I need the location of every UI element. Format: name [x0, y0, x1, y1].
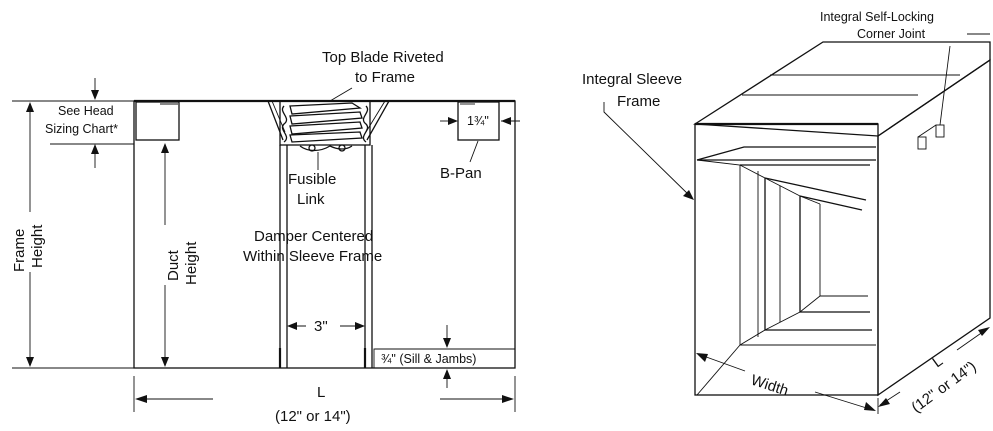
corner-joint-line2: Corner Joint [857, 27, 926, 41]
right-length-label: L [929, 353, 946, 372]
sleeve-frame-line2: Frame [617, 93, 660, 110]
corner-joint-line1: Integral Self-Locking [820, 10, 934, 24]
sleeve-frame-line1: Integral Sleeve [582, 71, 682, 88]
duct-height-line1: Duct [165, 249, 182, 281]
fusible-link-line1: Fusible [288, 171, 336, 188]
side-view: Top Blade Riveted to Frame See Head Sizi… [5, 49, 520, 425]
length-label: L [317, 384, 325, 401]
sleeve-right-face [877, 58, 991, 397]
damper-centered-line1: Damper Centered [254, 228, 373, 245]
b-pan-label: B-Pan [440, 165, 482, 182]
sill-label-box [373, 348, 516, 369]
isometric-view: Integral Sleeve Frame Integral Self-Lock… [582, 10, 991, 416]
damper-centered-line2: Within Sleeve Frame [243, 248, 382, 265]
damper-assembly [267, 100, 390, 152]
head-label-line2: Sizing Chart* [45, 122, 118, 136]
b-pan-box [457, 101, 500, 141]
frame-height-line2: Height [29, 224, 46, 268]
sill-jambs-dimension: ¾" (Sill & Jambs) [381, 352, 476, 366]
gap-dimension: 3" [314, 318, 328, 335]
pan-dimension: 1¾" [467, 114, 489, 128]
duct-height-line2: Height [183, 241, 200, 285]
head-label-line1: See Head [58, 104, 114, 118]
sleeve-top-face [692, 41, 991, 137]
frame-height-line1: Frame [11, 229, 28, 272]
top-blade-label-line2: to Frame [355, 69, 415, 86]
length-values: (12" or 14") [275, 408, 351, 425]
fusible-link-line2: Link [297, 191, 325, 208]
top-blade-label-line1: Top Blade Riveted [322, 49, 444, 66]
head-box [135, 101, 180, 141]
